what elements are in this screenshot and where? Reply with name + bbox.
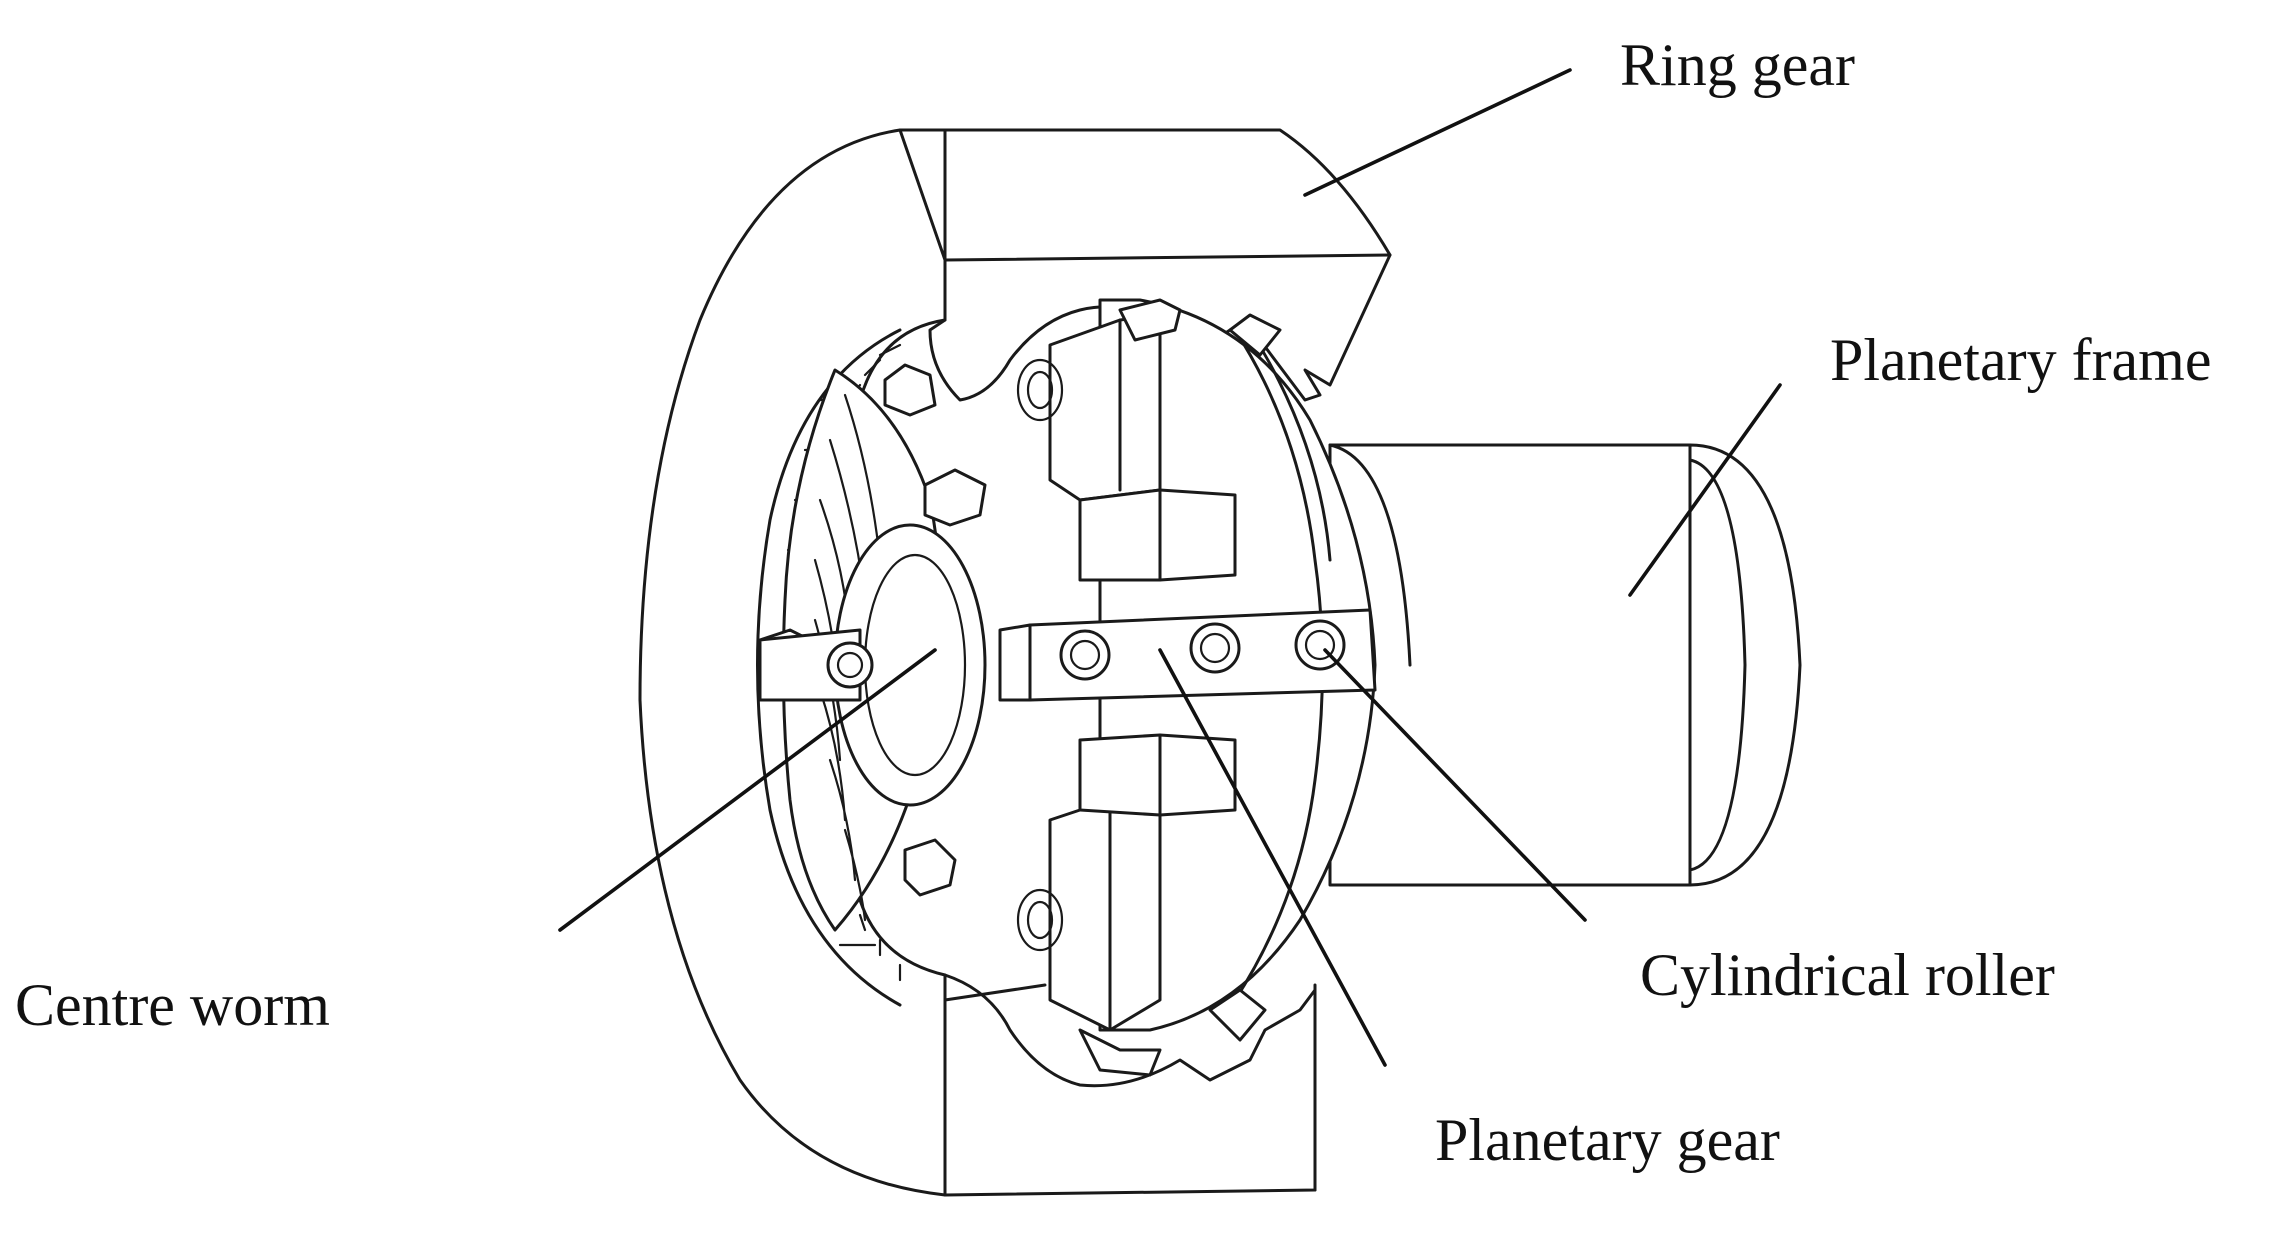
leader-lines xyxy=(558,68,1782,1067)
label-centre-worm: Centre worm xyxy=(15,972,330,1038)
label-planetary-gear: Planetary gear xyxy=(1435,1107,1780,1173)
roller-shaft xyxy=(758,608,1377,702)
leader-planetary-frame xyxy=(1628,383,1782,597)
leader-ring-gear xyxy=(1303,68,1572,197)
labels: Ring gear Planetary frame Centre worm Cy… xyxy=(15,32,2211,1173)
planetary-frame-shaft xyxy=(1328,443,1802,887)
leader-planetary-gear xyxy=(1158,648,1387,1067)
leader-centre-worm xyxy=(558,648,937,932)
label-ring-gear: Ring gear xyxy=(1620,32,1855,98)
label-planetary-frame: Planetary frame xyxy=(1830,327,2211,393)
label-cylindrical-roller: Cylindrical roller xyxy=(1640,942,2055,1008)
leader-cylindrical-roller xyxy=(1323,648,1587,922)
planetary-gear-teeth xyxy=(1048,298,1282,1077)
